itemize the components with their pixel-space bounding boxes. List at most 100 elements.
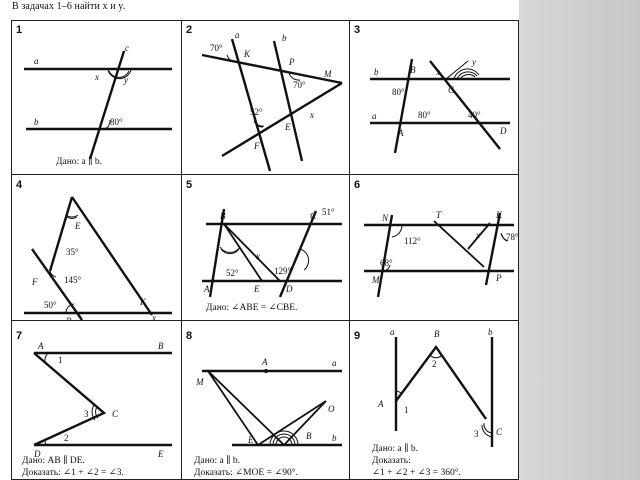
problem-4-figure: E 35° F 145° 50° K P x: [24, 196, 172, 320]
task-heading: В задачах 1–6 найти x и y.: [12, 1, 126, 12]
point-e-label: E: [74, 221, 81, 231]
angle-value-label: 78°: [506, 232, 519, 242]
point-c-label: C: [112, 409, 119, 419]
problem-number: 7: [16, 330, 23, 342]
line-a-label: a: [34, 56, 39, 66]
point-p-label: P: [495, 273, 502, 283]
problem-5-figure: B C 51° x 129° 52° A E D: [202, 207, 342, 298]
grid-divider: [349, 21, 350, 479]
angle-value-label: 80°: [418, 110, 431, 120]
problem-number: 5: [186, 179, 193, 191]
angle-3-label: 3: [84, 409, 89, 419]
problem-grid: 1 a b c x y 80° Дано: a ∥ b. 2: [11, 20, 519, 480]
point-a-label: A: [397, 128, 404, 138]
point-m-label: M: [371, 275, 380, 285]
point-b-label: B: [410, 65, 416, 75]
line-c-label: c: [125, 43, 129, 53]
angle-value-label: 50°: [44, 300, 57, 310]
grid-divider: [12, 320, 518, 321]
angle-2-label: 2: [432, 359, 437, 369]
angle-value-label: 80°: [110, 117, 123, 127]
point-d-label: D: [33, 449, 41, 459]
point-n-label: N: [381, 213, 389, 223]
angle-value-label: 52°: [250, 107, 263, 117]
angle-x-label: x: [151, 313, 156, 320]
problem-number: 8: [186, 330, 193, 342]
side-panel: [519, 0, 640, 480]
point-o-label: O: [328, 404, 335, 414]
problem-8: 8 A a M O E B b Дано: a ∥ b. Доказать: ∠…: [182, 321, 349, 479]
angle-1-label: 1: [404, 405, 409, 415]
line-b-label: b: [34, 117, 39, 127]
point-b-label: B: [434, 329, 440, 339]
problem-number: 2: [186, 24, 193, 36]
problem-2-figure: 70° a b K P M 70° 52° x E F: [201, 30, 343, 172]
angle-value-label: 112°: [404, 236, 421, 246]
point-b-label: B: [220, 211, 226, 221]
problem-7-figure: A B 1 3 C 2 D E: [33, 341, 172, 459]
angle-x-label: x: [94, 72, 99, 82]
point-e-label: E: [284, 122, 291, 132]
problem-9-figure: a B b 2 A 1 3 C: [377, 327, 503, 447]
given-text: Дано: a ∥ b.: [194, 456, 241, 466]
point-t-label: T: [436, 210, 442, 220]
angle-value-label: 51°: [322, 207, 335, 217]
problem-3-figure: b a B x y C 80° 80° 40° A D: [370, 57, 510, 154]
angle-y-label: y: [471, 57, 476, 67]
problem-9: 9 a B b 2 A 1 3 C Дано: a ∥ b. Доказать:…: [350, 321, 518, 479]
angle-x-label: x: [475, 230, 480, 240]
angle-x-label: x: [435, 67, 440, 77]
point-a-label: A: [261, 357, 268, 367]
line-a-label: a: [235, 30, 240, 40]
angle-value-label: 68°: [380, 258, 393, 268]
problem-4: 4 E 35° F 145° 50° K P x: [12, 175, 181, 320]
problem-6-figure: N T K x 112° 78° 68° M P: [364, 210, 519, 298]
angle-3-label: 3: [474, 429, 479, 439]
angle-1-label: 1: [58, 355, 63, 365]
angle-2-label: 2: [64, 433, 69, 443]
problem-1: 1 a b c x y 80° Дано: a ∥ b.: [12, 21, 181, 174]
given-text: Дано: AB ∥ DE.: [22, 456, 85, 466]
problem-8-figure: A a M O E B b: [195, 357, 342, 447]
angle-value-label: 40°: [468, 110, 481, 120]
prove-text: ∠1 + ∠2 + ∠3 = 360°.: [372, 468, 461, 478]
problem-number: 9: [354, 330, 361, 342]
angle-value-label: 70°: [293, 80, 306, 90]
problem-number: 1: [16, 24, 23, 36]
prove-text: Доказать: ∠MOE = ∠90°.: [194, 468, 298, 478]
grid-divider: [12, 174, 518, 175]
line-b-label: b: [374, 67, 379, 77]
point-c-label: C: [448, 85, 455, 95]
line-a-label: a: [332, 358, 337, 368]
point-a-label: A: [377, 399, 384, 409]
point-k-label: K: [139, 297, 147, 307]
line-a-label: a: [390, 327, 395, 337]
point-e-label: E: [253, 284, 260, 294]
grid-divider: [181, 21, 182, 479]
given-text: Дано: a ∥ b.: [372, 444, 419, 454]
problem-5: 5 B C 51° x 129° 52° A E D Дано: ∠ABE = …: [182, 175, 349, 320]
point-d-label: D: [499, 126, 507, 136]
prove-label: Доказать:: [372, 456, 411, 466]
line-b-label: b: [488, 327, 493, 337]
point-p-label: P: [65, 316, 72, 320]
point-c-label: C: [496, 427, 503, 437]
angle-value-label: 52°: [226, 268, 239, 278]
angle-x-label: x: [309, 110, 314, 120]
point-k-label: K: [243, 49, 251, 59]
point-f-label: F: [253, 141, 260, 151]
angle-value-label: 70°: [210, 43, 223, 53]
point-c-label: C: [310, 211, 317, 221]
point-f-label: F: [31, 277, 38, 287]
point-b-label: B: [306, 431, 312, 441]
problem-number: 3: [354, 24, 361, 36]
point-b-label: B: [158, 341, 164, 351]
line-a-label: a: [372, 111, 377, 121]
angle-value-label: 35°: [66, 247, 79, 257]
problem-1-figure: a b c x y 80°: [24, 43, 172, 160]
problem-3: 3 b a B x y C 80° 80° 40° A D: [350, 21, 518, 174]
angle-value-label: 80°: [392, 87, 405, 97]
given-text: Дано: ∠ABE = ∠CBE.: [206, 303, 298, 313]
point-d-label: D: [285, 284, 293, 294]
problem-number: 4: [16, 179, 23, 191]
